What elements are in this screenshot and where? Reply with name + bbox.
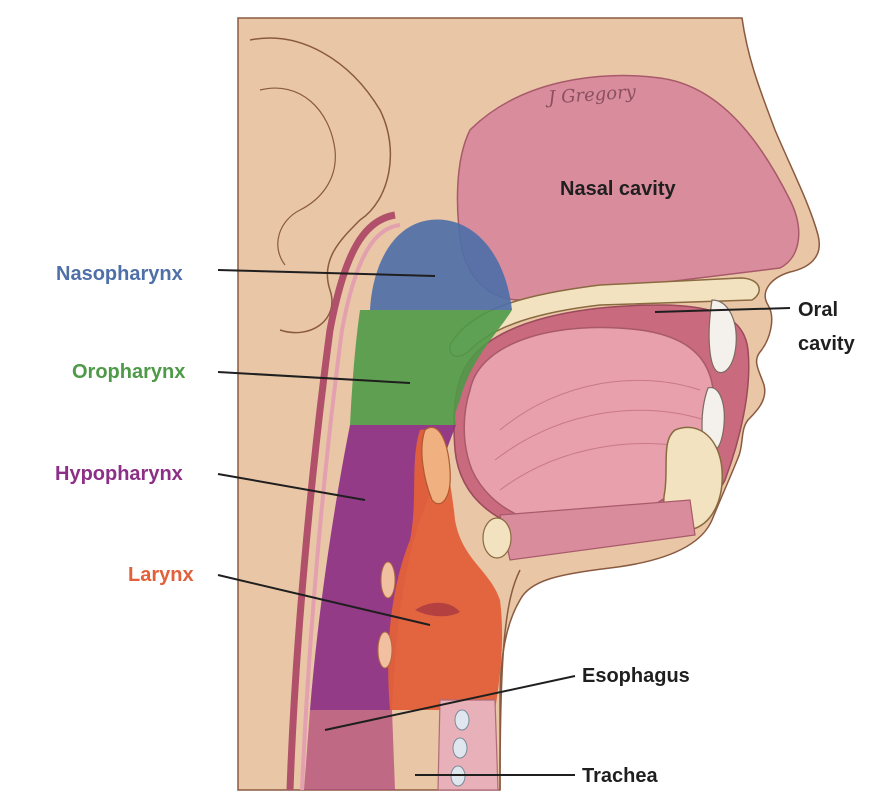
label-oral-cavity-line1: Oral (798, 299, 838, 321)
label-larynx: Larynx (128, 564, 194, 586)
label-nasal-cavity: Nasal cavity (560, 178, 677, 200)
label-nasopharynx: Nasopharynx (56, 263, 183, 285)
label-trachea: Trachea (582, 765, 658, 787)
label-oropharynx: Oropharynx (72, 361, 185, 383)
cartilage (381, 562, 395, 598)
cartilage (378, 632, 392, 668)
label-esophagus: Esophagus (582, 665, 690, 687)
esophagus-region (304, 710, 395, 790)
label-oral-cavity-line2: cavity (798, 333, 856, 355)
label-hypopharynx: Hypopharynx (55, 463, 183, 485)
hyoid-bone (483, 518, 511, 558)
trachea (438, 700, 498, 790)
tracheal-ring (455, 710, 469, 730)
tracheal-ring (453, 738, 467, 758)
